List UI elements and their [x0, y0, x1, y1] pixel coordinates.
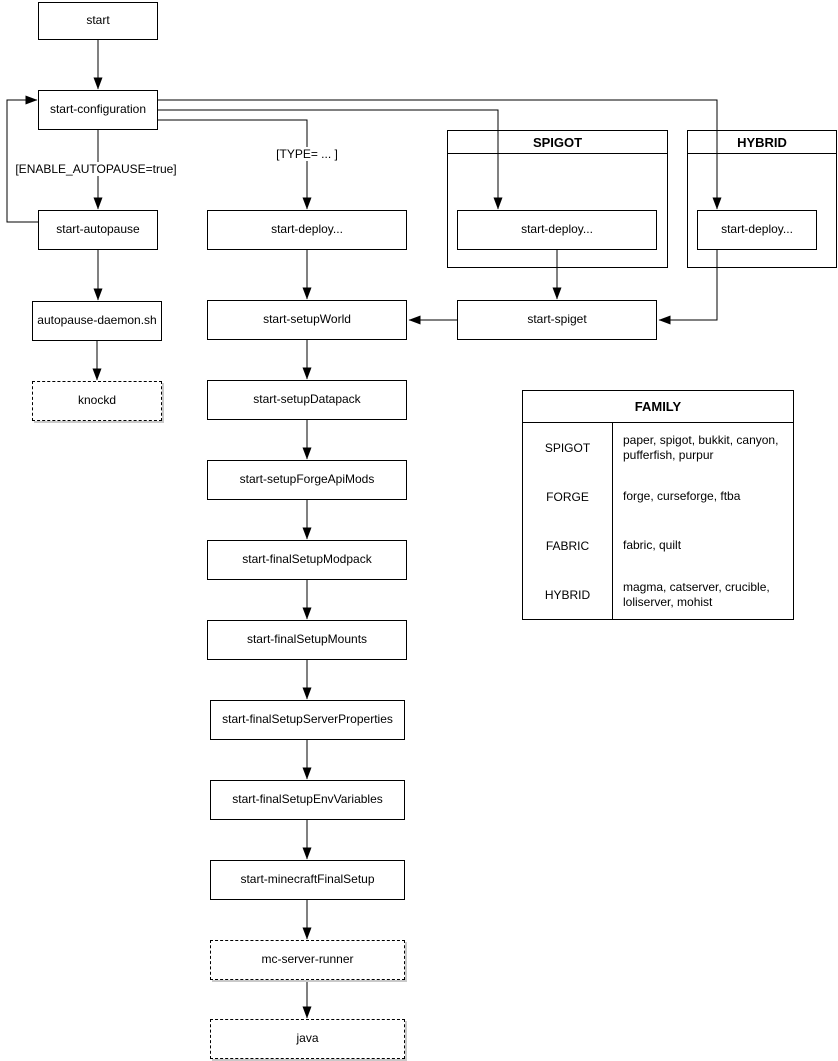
family-table-row-hybrid: HYBRID magma, catserver, crucible, lolis… [523, 570, 793, 619]
family-table-body: SPIGOT paper, spigot, bukkit, canyon, pu… [523, 423, 793, 619]
node-start-deploy-hybrid: start-deploy... [697, 210, 817, 250]
family-name: SPIGOT [523, 423, 613, 472]
node-knockd: knockd [32, 381, 162, 421]
family-members: paper, spigot, bukkit, canyon, pufferfis… [623, 433, 779, 462]
node-start-configuration: start-configuration [38, 90, 158, 130]
edge-configuration-to-deploy-spigot [158, 109, 503, 210]
node-java: java [210, 1019, 405, 1059]
family-members: fabric, quilt [623, 538, 682, 553]
node-start-setupworld: start-setupWorld [207, 300, 407, 340]
node-start-deploy-spigot: start-deploy... [457, 210, 657, 250]
node-start-setupforgeapimods: start-setupForgeApiMods [207, 460, 407, 500]
family-name: FORGE [523, 472, 613, 521]
node-start-deploy-main: start-deploy... [207, 210, 407, 250]
edge-label-enable-autopause: [ENABLE_AUTOPAUSE=true] [13, 162, 179, 176]
edge-label-type-condition: [TYPE= ... ] [274, 147, 340, 161]
edge-configuration-to-deploy-hybrid [158, 99, 722, 210]
family-name: HYBRID [523, 570, 613, 619]
family-table-row-fabric: FABRIC fabric, quilt [523, 521, 793, 570]
family-table-row-forge: FORGE forge, curseforge, ftba [523, 472, 793, 521]
edge-configuration-to-deploy-main [158, 119, 312, 210]
node-start-finalsetupmodpack: start-finalSetupModpack [207, 540, 407, 580]
family-name: FABRIC [523, 521, 613, 570]
node-start-finalsetupserverproperties: start-finalSetupServerProperties [210, 700, 405, 740]
group-spigot-title: SPIGOT [448, 131, 667, 154]
family-table: FAMILY SPIGOT paper, spigot, bukkit, can… [522, 390, 794, 620]
edge-autopause-loop-to-configuration [6, 95, 38, 223]
node-mc-server-runner: mc-server-runner [210, 940, 405, 980]
node-start-spiget: start-spiget [457, 300, 657, 340]
node-start-autopause: start-autopause [38, 210, 158, 250]
family-members: forge, curseforge, ftba [623, 489, 741, 504]
family-table-row-spigot: SPIGOT paper, spigot, bukkit, canyon, pu… [523, 423, 793, 472]
node-autopause-daemon: autopause-daemon.sh [32, 301, 162, 341]
edge-deploy-hybrid-to-spiget [658, 250, 718, 325]
family-table-title: FAMILY [523, 391, 793, 423]
node-start-finalsetupenvvariables: start-finalSetupEnvVariables [210, 780, 405, 820]
group-hybrid-title: HYBRID [688, 131, 836, 154]
node-start: start [38, 2, 158, 40]
node-start-minecraftfinalsetup: start-minecraftFinalSetup [210, 860, 405, 900]
family-members: magma, catserver, crucible, loliserver, … [623, 580, 770, 609]
node-start-setupdatapack: start-setupDatapack [207, 380, 407, 420]
node-start-finalsetupmounts: start-finalSetupMounts [207, 620, 407, 660]
